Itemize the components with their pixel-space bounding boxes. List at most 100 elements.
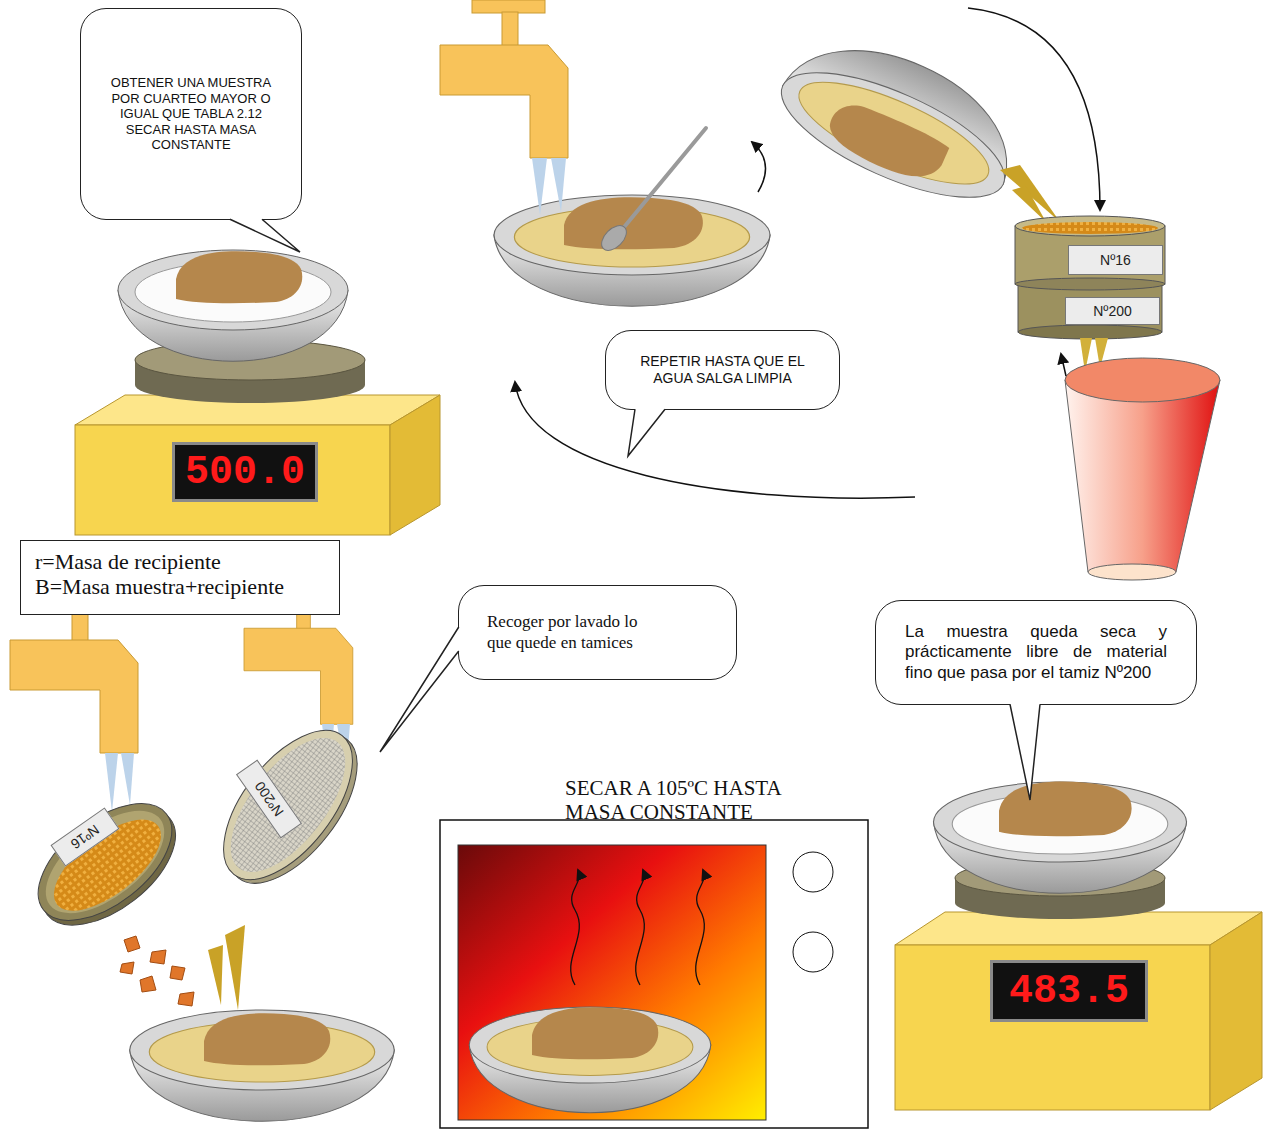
faucet-part — [10, 595, 138, 753]
sieve-number: Nº16 — [1100, 252, 1131, 268]
scale-body-part — [390, 395, 440, 535]
drying-oven-part — [793, 932, 833, 972]
callout-bubble: REPETIR HASTA QUE EL AGUA SALGA LIMPIA — [605, 330, 840, 410]
sieve-no16 — [18, 781, 196, 948]
note-text: B=Masa muestra+recipiente — [35, 574, 284, 599]
callout-text: La muestra queda seca y prácticamente li… — [905, 622, 1167, 683]
sieve-number: Nº200 — [1093, 303, 1132, 319]
pour-arrow — [968, 8, 1100, 210]
pour-stream — [1000, 165, 1060, 222]
small-arrow — [1061, 354, 1066, 376]
scale-display: 500.0 — [172, 442, 318, 502]
receiving-bowl-part — [204, 1013, 330, 1065]
note-text: r=Masa de recipiente — [35, 549, 221, 574]
rinse-stream-part — [208, 945, 223, 1005]
callout-tail-fill — [380, 627, 463, 752]
heat-arrows — [571, 870, 705, 985]
spoon-part — [597, 221, 631, 255]
sieve-no200 — [199, 709, 381, 906]
callout-bubble: Recoger por lavado lo que quede en tamic… — [458, 585, 737, 680]
faucet-part — [440, 0, 568, 158]
drying-oven — [440, 820, 868, 1128]
callout-text: REPETIR HASTA QUE EL AGUA SALGA LIMPIA — [625, 353, 820, 387]
scale-reading: 500.0 — [185, 450, 305, 495]
sieve-no200-part — [210, 719, 367, 891]
sieve-stack-part — [1022, 222, 1158, 234]
water-stream-part — [532, 158, 547, 215]
retained-particles — [120, 936, 194, 1006]
spoon-part — [620, 128, 706, 232]
sample-bowl-part — [176, 251, 302, 303]
scale-body — [895, 912, 1262, 1110]
drying-oven-part — [458, 845, 766, 1120]
sieve-label: Nº16 — [51, 807, 120, 866]
retained-particles-part — [120, 962, 134, 974]
sieve-label: Nº200 — [236, 760, 302, 839]
sieve-label: Nº200 — [1065, 297, 1160, 325]
collecting-vessel — [1065, 358, 1220, 580]
sieve-no16-part — [39, 803, 176, 928]
dried-sample-bowl — [934, 782, 1187, 894]
stir-arrow — [752, 142, 766, 192]
faucet — [440, 0, 568, 158]
callout-text: Recoger por lavado lo que quede en tamic… — [487, 612, 652, 653]
sieve-number: Nº200 — [251, 779, 286, 820]
callout-text: OBTENER UNA MUESTRA POR CUARTEO MAYOR O … — [102, 75, 280, 153]
callout-tail-line — [628, 409, 665, 456]
callout-tail — [605, 330, 606, 331]
drying-oven-part — [440, 820, 868, 1128]
callout-tail-fill — [628, 405, 665, 456]
retained-particles-part — [178, 992, 194, 1006]
dried-sample-bowl-part — [999, 782, 1132, 837]
sample-bowl — [118, 250, 348, 361]
water-stream-part — [551, 158, 566, 212]
dried-sample-bowl-part — [934, 782, 1187, 893]
faucet — [10, 595, 138, 753]
callout-tail — [458, 585, 459, 586]
washing-bowl-part — [494, 195, 770, 306]
oven-bowl-part — [469, 1007, 711, 1113]
retained-particles-part — [140, 976, 156, 992]
pouring-bowl-part — [766, 18, 1034, 223]
oven-bowl — [469, 1007, 711, 1113]
heat-arrows-part — [696, 870, 705, 985]
receiving-bowl — [130, 1010, 395, 1121]
spoon — [597, 128, 706, 255]
scale-body-part — [75, 425, 390, 535]
callout-bubble: OBTENER UNA MUESTRA POR CUARTEO MAYOR O … — [80, 8, 302, 220]
scale-body-part — [1210, 912, 1262, 1110]
heat-arrows-part — [571, 870, 580, 985]
scale-reading: 483.5 — [1009, 969, 1129, 1014]
scale-display: 483.5 — [990, 960, 1148, 1022]
scale-body — [75, 395, 440, 535]
collecting-vessel-part — [1088, 564, 1176, 580]
callout-tail-line — [1010, 704, 1040, 800]
callout-tail-fill — [1010, 700, 1040, 800]
water-stream — [532, 158, 566, 215]
callout-tail-line — [230, 219, 300, 252]
scale-body-part — [895, 945, 1210, 1110]
note-box: r=Masa de recipienteB=Masa muestra+recip… — [20, 540, 340, 615]
oven-bowl-part — [532, 1007, 658, 1059]
callout-tail — [80, 8, 81, 9]
heat-arrows-part — [636, 870, 645, 985]
receiving-bowl-part — [130, 1010, 395, 1121]
collecting-vessel-part — [1065, 358, 1220, 402]
rinse-stream-part — [225, 925, 245, 1010]
callout-bubble: La muestra queda seca y prácticamente li… — [875, 600, 1197, 705]
rinse-stream — [208, 925, 245, 1010]
pouring-bowl-part — [822, 96, 951, 189]
sample-bowl-part — [118, 250, 348, 361]
sieve-stack-part — [1018, 325, 1162, 339]
step-note: SECAR A 105ºC HASTA MASA CONSTANTE — [565, 776, 820, 824]
washing-bowl-part — [564, 197, 703, 249]
sieve-no200-part — [199, 709, 377, 902]
sieve-no16-part — [18, 781, 193, 943]
sieve-no16-part — [28, 791, 181, 932]
retained-particles-part — [150, 950, 166, 964]
sieve-label: Nº16 — [1068, 245, 1163, 275]
sieve-stack-part — [1015, 278, 1165, 290]
water-stream-part — [121, 753, 134, 805]
sieve-stack-part — [1015, 216, 1165, 236]
